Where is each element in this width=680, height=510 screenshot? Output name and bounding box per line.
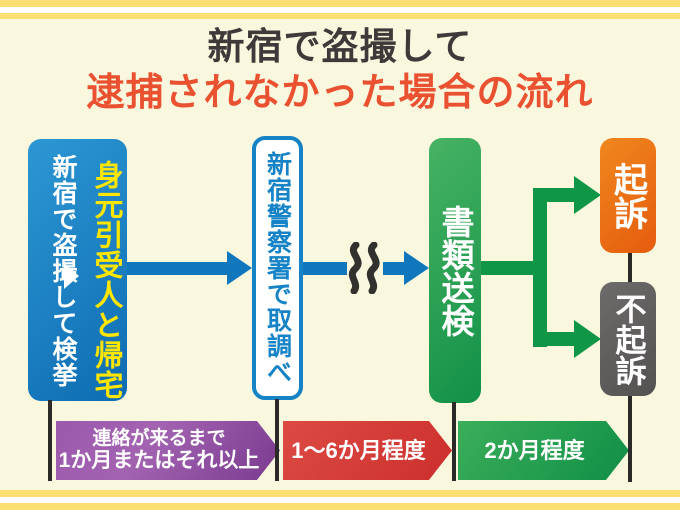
right-arrow-icon — [303, 262, 347, 275]
flow-box-police: 新宿警察署で取調べ — [252, 136, 303, 400]
flow-box-arrest: 新宿で盗撮して検挙 身元引受人と帰宅 — [28, 139, 127, 401]
right-arrow-icon — [383, 262, 405, 275]
timeline-tick-2 — [275, 399, 279, 481]
flow-box-papers-sent: 書類送検 — [429, 138, 481, 403]
right-arrow-head-icon — [404, 251, 429, 285]
timeline-bar-decision: 2か月程度 — [458, 421, 629, 480]
bottom-stripe-gap — [0, 497, 680, 503]
investigation-bar-label: 1〜6か月程度 — [291, 437, 426, 463]
branch-vertical — [533, 188, 547, 347]
timeline-bar-wait: 連絡が来るまで 1か月またはそれ以上 — [56, 421, 280, 480]
wait-bar-label-line1: 連絡が来るまで — [92, 427, 226, 449]
timeline-tick-4 — [628, 396, 632, 482]
right-arrow-head-icon — [227, 251, 252, 285]
timeline-tick-1 — [48, 400, 52, 481]
timeline-tick-3 — [452, 402, 456, 481]
branch-arrow-head-top-icon — [574, 176, 601, 214]
flow-box-non-prosecution: 不起訴 — [600, 282, 656, 396]
branch-arm-bottom — [533, 332, 575, 346]
prosecution-box-label: 起訴 — [608, 161, 647, 230]
branch-stem — [481, 261, 547, 275]
page-title-line1: 新宿で盗撮して — [207, 26, 473, 67]
top-stripe-2 — [0, 13, 680, 19]
papers-box-label: 書類送検 — [437, 204, 474, 337]
page-title-line2: 逮捕されなかった場合の流れ — [86, 72, 594, 114]
time-break-squiggle-icon — [348, 242, 380, 294]
police-box-label: 新宿警察署で取調べ — [263, 151, 292, 385]
right-triangle-icon — [64, 263, 79, 289]
decision-bar-label: 2か月程度 — [484, 437, 585, 463]
branch-arrow-head-bottom-icon — [574, 320, 601, 358]
flow-box-prosecution: 起訴 — [600, 138, 656, 253]
wait-bar-label-line2: 1か月またはそれ以上 — [58, 449, 260, 473]
outcome-connector-line — [628, 253, 632, 282]
bottom-stripe-2 — [0, 503, 680, 510]
bottom-stripe-1 — [0, 490, 680, 497]
arrest-box-sub-label: 身元引受人と帰宅 — [90, 160, 122, 400]
top-stripe-gap — [0, 7, 680, 13]
timeline-bar-investigation: 1〜6か月程度 — [283, 421, 452, 480]
branch-arm-top — [533, 188, 575, 202]
top-stripe-1 — [0, 0, 680, 7]
non-prosecution-box-label: 不起訴 — [610, 292, 646, 386]
right-arrow-icon — [127, 262, 228, 275]
